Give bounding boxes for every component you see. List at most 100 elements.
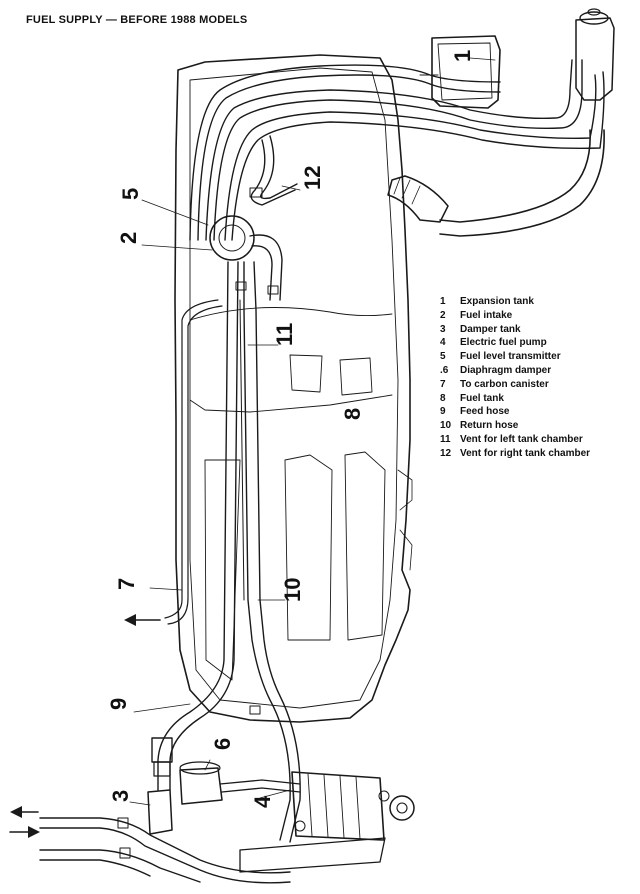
leader-line [133,703,191,713]
fuel-tank-inner-edge [189,67,399,709]
damper-pipe [221,787,301,793]
legend-label: Vent for left tank chamber [460,433,583,445]
tank-edge-detail [397,469,413,511]
vent-line-upper [189,64,501,241]
pump-bracket-bolt [378,790,390,802]
legend-item: 8 Fuel tank [440,392,636,406]
filler-elbow-ribs [393,177,421,205]
filler-neck [575,17,615,101]
tank-rib [189,394,393,413]
pump-outlet-fitting [389,795,415,821]
filler-cap [587,8,601,16]
flow-arrow-in-head [28,826,40,838]
return-hose-10 [253,261,301,843]
pump-bracket [239,837,386,873]
legend-label: Fuel tank [460,392,504,404]
transmitter-tube [251,245,273,301]
legend-item: 7 To carbon canister [440,378,636,392]
vent-loop-12 [260,135,298,200]
callout-6: 6 [210,738,235,750]
damper-tank [147,789,173,835]
pump-bracket-bolt [294,820,306,832]
legend-label: Damper tank [460,323,521,335]
legend-number: 4 [440,337,446,349]
filler-cap [579,11,609,25]
hose-clamp [267,285,279,295]
tank-recess [284,454,333,641]
legend-item: .6 Diaphragm damper [440,364,636,378]
damper-pipe [219,779,301,785]
legend-label: Feed hose [460,406,510,418]
legend-label: To carbon canister [460,378,549,390]
vent-line-upper [197,74,501,241]
legend-number: 12 [440,447,452,459]
legend-item: 3 Damper tank [440,323,636,337]
leader-line [204,759,211,771]
callout-11: 11 [272,323,297,346]
callout-7: 7 [114,578,139,590]
canister-arrow-head [124,614,136,626]
legend-item: 5 Fuel level transmitter [440,350,636,364]
vent-line-mid [205,59,573,241]
legend-number: 9 [440,406,446,418]
supply-line [39,817,291,874]
return-line [39,859,151,877]
legend-number: 5 [440,351,446,363]
fuel-level-transmitter [209,215,255,261]
legend-label: Expansion tank [460,296,534,307]
feed-hose-9 [157,261,229,791]
legend-item: 9 Feed hose [440,405,636,419]
vent-line-lower [231,71,605,241]
expansion-tank-detail [437,42,493,101]
callout-2: 2 [116,232,141,244]
tank-recess [204,459,241,681]
callout-1: 1 [450,50,475,62]
filler-elbow [387,175,449,223]
page-title: FUEL SUPPLY — BEFORE 1988 MODELS [26,14,248,26]
callout-8: 8 [340,408,365,420]
leader-line [259,789,291,799]
fuel-level-transmitter-inner [218,224,246,252]
transmitter-tube [249,234,283,301]
leader-line [469,57,496,61]
diaphragm-damper-cap [179,761,221,775]
hose-clamp [249,187,263,198]
legend-number: .6 [440,364,449,376]
filler-hose [439,129,605,237]
hose-clamp [249,705,261,715]
filler-hose [439,129,591,223]
callout-9: 9 [106,698,131,710]
pump-outlet-fitting [396,802,408,814]
legend-label: Diaphragm damper [460,364,552,376]
callout-4: 4 [250,795,275,808]
leader-line [141,244,213,251]
legend-number: 7 [440,378,446,390]
vent-line-11 [239,299,245,601]
fuel-tank-outline [174,54,411,723]
hose-clamp [119,847,131,859]
tank-edge-detail [399,529,413,571]
vent-line-7 [167,305,223,625]
legend-label: Vent for right tank chamber [460,447,591,459]
vent-line-lower [224,74,597,241]
tank-recess [339,357,373,396]
vent-loop-12 [250,139,296,206]
flow-arrow-out-head [10,806,22,818]
legend-item: 12 Vent for right tank chamber [440,447,636,461]
legend-label: Fuel level transmitter [460,351,561,363]
legend-number: 8 [440,392,446,404]
vent-line-7 [164,299,219,619]
expansion-tank [431,35,501,109]
hose-clamp [117,817,129,829]
electric-fuel-pump-ribs [307,773,361,840]
leader-line [129,801,151,806]
vent-line-mid [213,59,583,241]
legend-number: 3 [440,323,446,335]
callout-12: 12 [300,166,325,190]
electric-fuel-pump [291,771,385,841]
